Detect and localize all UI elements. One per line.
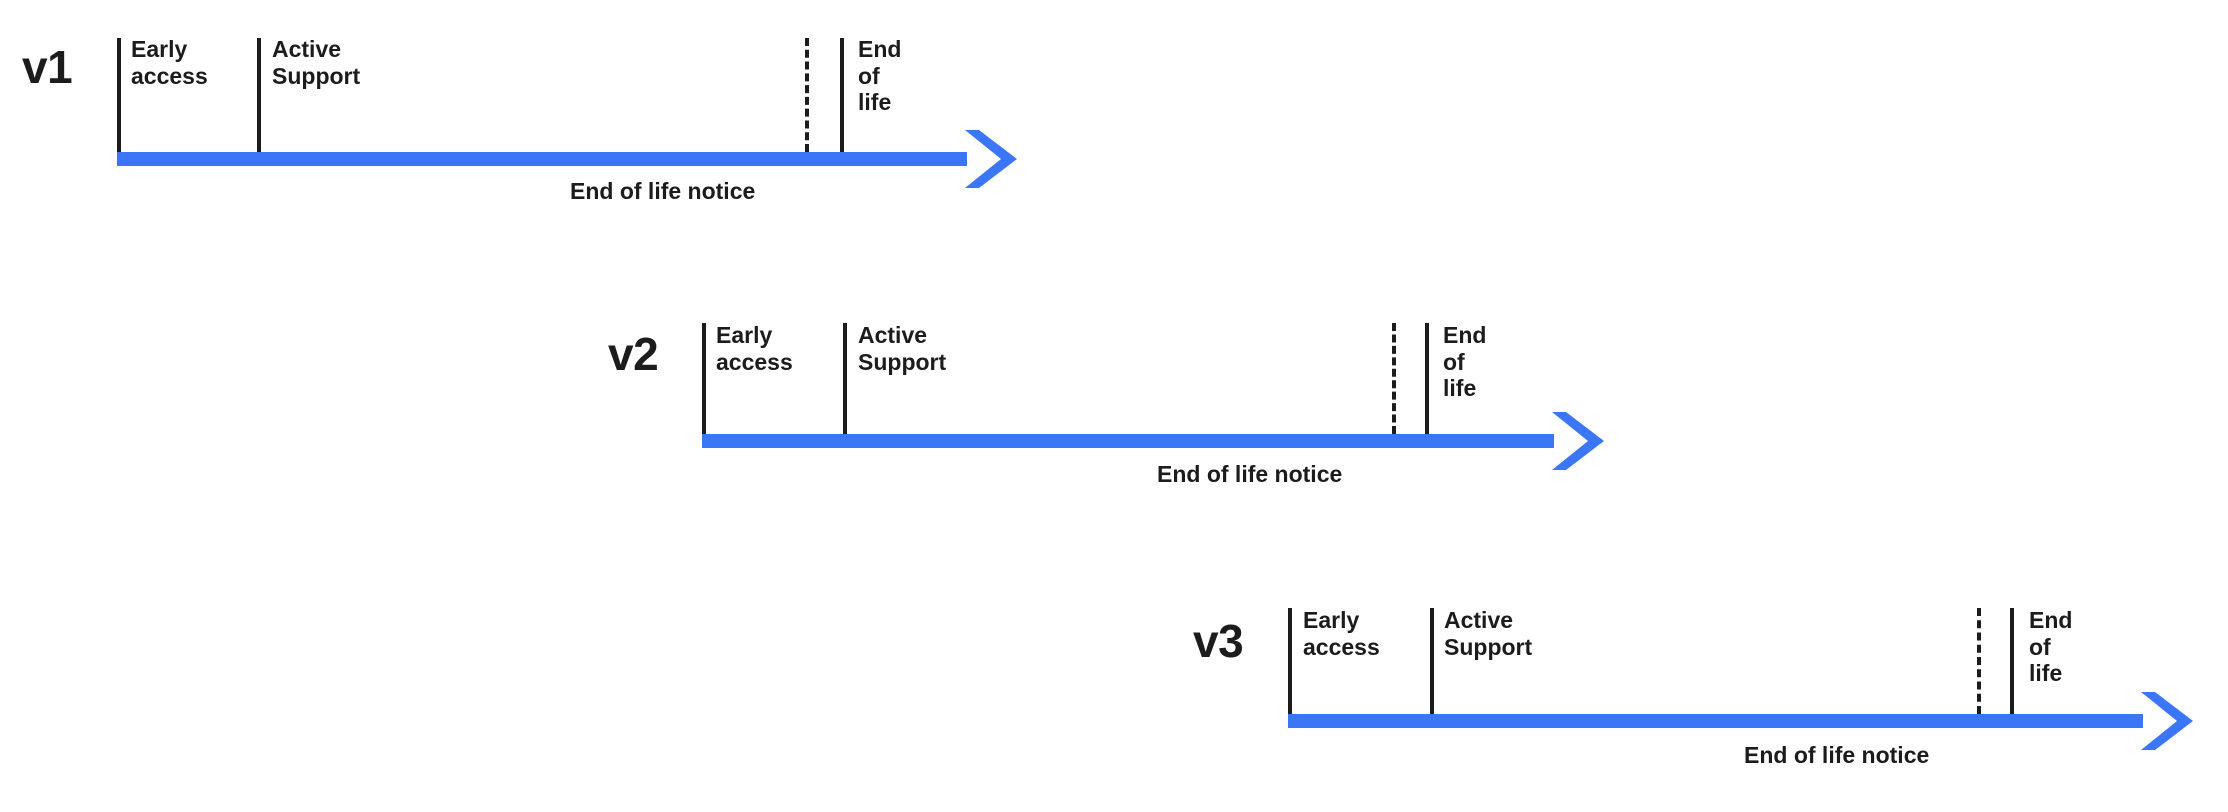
phase-boundary-tick <box>843 323 847 434</box>
phase-boundary-tick <box>1288 608 1292 714</box>
phase-boundary-tick <box>257 38 261 152</box>
end-of-life-notice-label: End of life notice <box>570 178 756 204</box>
phase-boundary-tick <box>702 323 706 434</box>
phase-label: Active Support <box>1444 607 1533 660</box>
phase-label: End of life <box>2029 607 2073 687</box>
phase-boundary-tick <box>1430 608 1434 714</box>
phase-label: Early access <box>716 322 793 375</box>
timeline-arrow-head-icon <box>965 130 1017 188</box>
phase-boundary-tick <box>840 38 844 152</box>
phase-label: Early access <box>1303 607 1380 660</box>
phase-boundary-tick <box>1425 323 1429 434</box>
end-of-life-notice-label: End of life notice <box>1157 461 1343 487</box>
version-label-v3: v3 <box>1193 615 1244 667</box>
timeline-arrow-head-icon <box>2141 692 2193 750</box>
version-label-v1: v1 <box>22 41 73 93</box>
end-of-life-notice-label: End of life notice <box>1744 742 1930 768</box>
timeline-bar <box>117 152 967 166</box>
end-of-life-notice-marker <box>1977 608 1981 714</box>
phase-label: Active Support <box>858 322 947 375</box>
end-of-life-notice-marker <box>805 38 809 152</box>
phase-label: Active Support <box>272 36 361 89</box>
phase-label: Early access <box>131 36 208 89</box>
end-of-life-notice-marker <box>1392 323 1396 434</box>
timeline-bar <box>1288 714 2143 728</box>
phase-boundary-tick <box>2010 608 2014 714</box>
timeline-arrow-head-icon <box>1552 412 1604 470</box>
phase-label: End of life <box>858 36 902 116</box>
timeline-bar <box>702 434 1554 448</box>
version-label-v2: v2 <box>608 328 659 380</box>
phase-boundary-tick <box>117 38 121 152</box>
phase-label: End of life <box>1443 322 1487 402</box>
